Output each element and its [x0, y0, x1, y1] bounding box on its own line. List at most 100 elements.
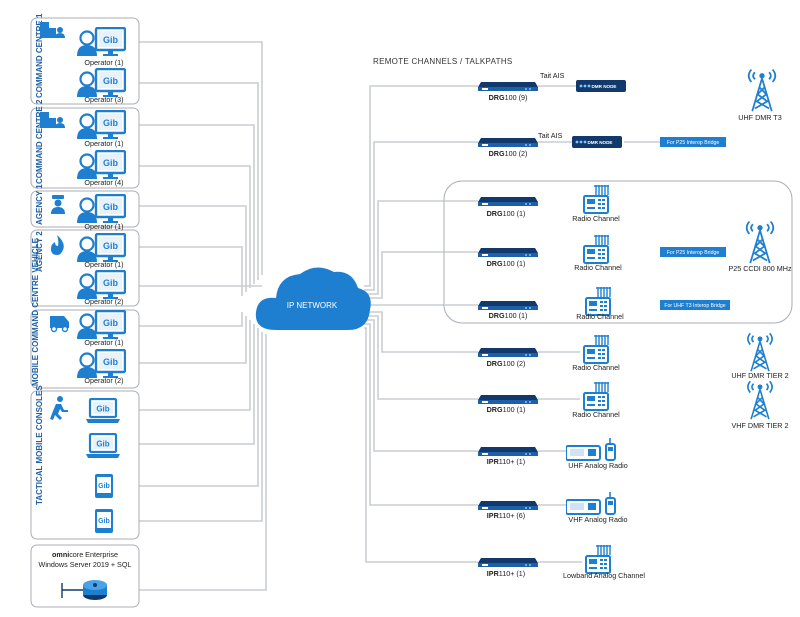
- device-label: IPR110+ (6): [487, 511, 525, 520]
- device-label: DRG100 (1): [487, 209, 526, 218]
- group-agency-2: AGENCY 2 Operator (1) Operator (2): [30, 229, 140, 307]
- interop-bridge-label: For P25 Interop Bridge: [667, 140, 720, 146]
- channel-label: Radio Channel: [574, 263, 622, 272]
- device-label: DRG100 (1): [487, 405, 526, 414]
- police-officer-icon: [51, 195, 65, 214]
- device-label: DRG100 (1): [489, 311, 528, 320]
- tower-vhf-dmr-tier2: VHF DMR TIER 2: [732, 380, 789, 430]
- dmr-node-label: DMR NODE: [587, 140, 612, 145]
- channel-label: Radio Channel: [572, 410, 620, 419]
- tablet-icon[interactable]: [95, 509, 113, 533]
- radio-unit-icon[interactable]: [583, 381, 610, 411]
- channel-label: Radio Channel: [572, 363, 620, 372]
- device-label: DRG100 (2): [487, 359, 526, 368]
- group-command-centre-1: COMMAND CENTRE 1 Operator (1) Operator (…: [30, 13, 140, 105]
- operator-label: Operator (1): [84, 338, 123, 347]
- section-title: REMOTE CHANNELS / TALKPATHS: [373, 57, 513, 66]
- interop-bridge-box: [660, 137, 726, 147]
- radio-unit-icon[interactable]: [585, 544, 612, 574]
- device-row-5: DRG100 (1) Radio Channel For UHF T3 Inte…: [478, 286, 730, 321]
- tower-label: UHF DMR TIER 2: [731, 371, 788, 380]
- router-icon[interactable]: [478, 197, 538, 206]
- tower-label: UHF DMR T3: [738, 113, 781, 122]
- tablet-icon[interactable]: [95, 474, 113, 498]
- dmr-node-label: DMR NODE: [591, 84, 616, 89]
- operator-label: Operator (2): [84, 297, 123, 306]
- server-brand: omnicore Enterprise: [52, 550, 118, 559]
- device-row-7: DRG100 (1) Radio Channel: [478, 381, 620, 419]
- radio-tower-icon: [746, 332, 774, 372]
- handheld-radio-icon[interactable]: [566, 437, 616, 461]
- device-row-10: IPR110+ (1) Lowband Analog Channel: [478, 544, 645, 580]
- group-agency-1: AGENCY 1: [30, 184, 140, 228]
- operator-label: Operator (3): [84, 95, 123, 104]
- server-disk-icon: [61, 580, 107, 600]
- device-row-4: DRG100 (1) Radio Channel For P25 Interop…: [478, 234, 726, 272]
- router-icon[interactable]: [478, 138, 538, 147]
- network-cloud-icon: IP NETWORK: [255, 267, 371, 330]
- building-icon: [40, 22, 65, 38]
- router-icon[interactable]: [478, 558, 538, 567]
- router-icon[interactable]: [478, 501, 538, 510]
- router-icon[interactable]: [478, 348, 538, 357]
- channel-label: UHF Analog Radio: [568, 461, 628, 470]
- device-row-6: DRG100 (2) Radio Channel: [478, 334, 620, 372]
- tait-label: Tait AIS: [540, 71, 565, 80]
- vehicle-icon: [50, 316, 69, 333]
- tower-label: P25 CCDI 800 MHz: [728, 264, 792, 273]
- operator-label: Operator (2): [84, 376, 123, 385]
- operator-label: Operator (4): [84, 178, 123, 187]
- interop-bridge-label: For P25 Interop Bridge: [667, 250, 720, 256]
- device-label: DRG100 (9): [489, 93, 528, 102]
- laptop-icon[interactable]: [86, 398, 120, 424]
- server-os: Windows Server 2019 + SQL: [39, 560, 132, 569]
- router-icon[interactable]: [478, 82, 538, 91]
- operator-label: Operator (1): [84, 260, 123, 269]
- group-label: TACTICAL MOBILE CONSOLES: [35, 385, 44, 505]
- connection-lines: [126, 41, 660, 591]
- channel-label: Radio Channel: [576, 312, 624, 321]
- radio-tower-icon: [746, 380, 774, 420]
- group-label: AGENCY 1: [35, 184, 44, 225]
- tower-label: VHF DMR TIER 2: [732, 421, 789, 430]
- device-row-2: DRG100 (2) Tait AIS DMR NODE For P25 Int…: [478, 131, 726, 158]
- device-row-9: IPR110+ (6) VHF Analog Radio: [478, 491, 628, 524]
- tower-uhf-dmr-t3: UHF DMR T3: [738, 68, 782, 122]
- router-icon[interactable]: [478, 447, 538, 456]
- tower-p25: P25 CCDI 800 MHz: [728, 220, 792, 273]
- device-label: DRG100 (1): [487, 259, 526, 268]
- device-label: IPR110+ (1): [487, 569, 525, 578]
- router-icon[interactable]: [478, 395, 538, 404]
- operator-label: Operator (1): [84, 58, 123, 67]
- group-label: MOBILE COMMAND CENTRE VEHICLE: [31, 237, 40, 386]
- server-box: omnicore Enterprise Windows Server 2019 …: [30, 544, 140, 608]
- channel-label: Radio Channel: [572, 214, 620, 223]
- operator-label: Operator (1): [84, 222, 123, 231]
- radio-unit-icon[interactable]: [583, 334, 610, 364]
- cloud-label: IP NETWORK: [287, 301, 338, 310]
- fire-icon: [51, 235, 64, 255]
- device-row-1: DRG100 (9) Tait AIS DMR NODE: [478, 71, 626, 102]
- handheld-radio-icon[interactable]: [566, 491, 616, 515]
- device-label: DRG100 (2): [489, 149, 528, 158]
- device-label: IPR110+ (1): [487, 457, 525, 466]
- group-label: AGENCY 2: [35, 231, 44, 272]
- tower-uhf-dmr-tier2: UHF DMR TIER 2: [731, 332, 789, 380]
- device-row-3: DRG100 (1) Radio Channel: [478, 184, 620, 223]
- interop-bridge-box: [660, 247, 726, 257]
- laptop-icon[interactable]: [86, 433, 120, 459]
- device-row-8: IPR110+ (1) UHF Analog Radio: [478, 437, 628, 470]
- group-command-centre-2: COMMAND CENTRE 2 Operator (1) Operator (…: [30, 99, 140, 189]
- group-label: COMMAND CENTRE 2: [35, 99, 44, 184]
- running-person-icon: [50, 396, 68, 420]
- interop-bridge-box: [660, 300, 730, 310]
- group-mobile-command-vehicle: MOBILE COMMAND CENTRE VEHICLE Operator (…: [30, 237, 140, 389]
- channel-label: VHF Analog Radio: [568, 515, 627, 524]
- router-icon[interactable]: [478, 301, 538, 310]
- operator-label: Operator (1): [84, 139, 123, 148]
- building-icon: [40, 112, 65, 128]
- interop-bridge-label: For UHF T3 Interop Bridge: [664, 303, 725, 309]
- group-tactical-mobile-consoles: TACTICAL MOBILE CONSOLES: [30, 385, 140, 540]
- router-icon[interactable]: [478, 248, 538, 257]
